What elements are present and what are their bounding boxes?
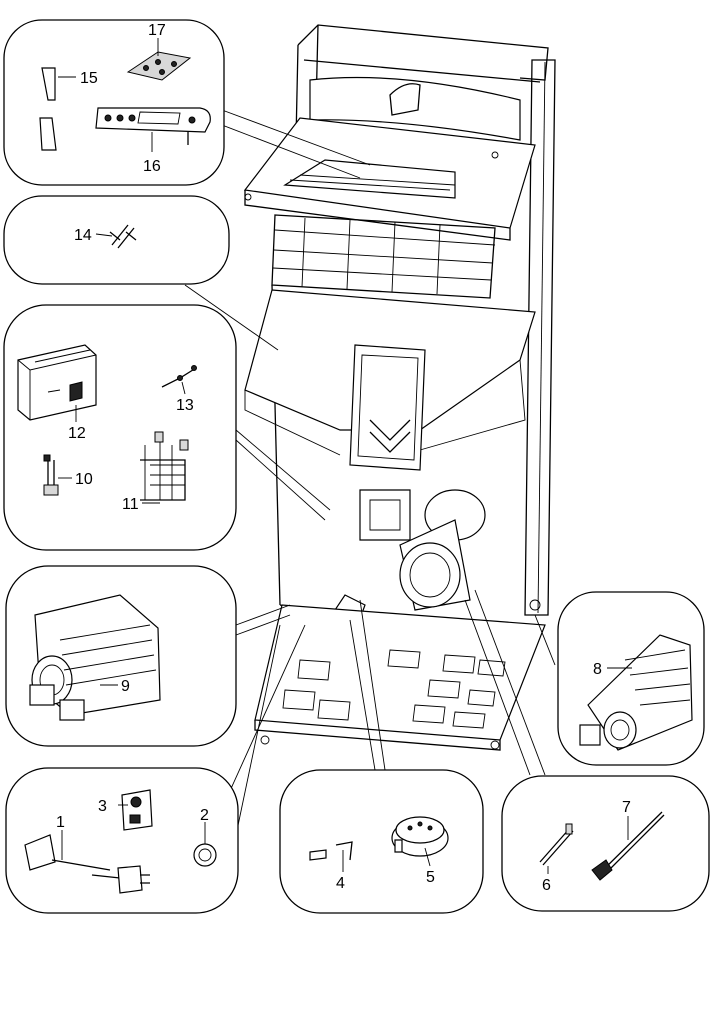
power-cord-part (24, 834, 150, 894)
part-number-10: 10 (75, 471, 93, 488)
callout-panel-15-17: 15 17 16 (3, 19, 225, 186)
callout-panel-8: 8 (557, 591, 705, 766)
callout-panel-1-3: 3 2 1 (5, 767, 239, 914)
part-number-7: 7 (622, 799, 631, 816)
thermocouple-part (539, 823, 574, 866)
part-number-14: 14 (74, 227, 92, 244)
part-number-4: 4 (336, 875, 345, 892)
cable-grommet-part (193, 843, 217, 867)
part-number-3: 3 (98, 798, 107, 815)
wiring-harness-part (140, 431, 189, 501)
leader-lines (184, 109, 556, 836)
callout-panel-9: 9 (5, 565, 237, 747)
small-harness-part (43, 454, 59, 496)
part-number-17: 17 (148, 22, 166, 39)
control-panel-part (95, 107, 211, 145)
igniter-part (591, 811, 665, 881)
fuse-part (109, 224, 137, 249)
power-switch-part (121, 789, 153, 831)
keypad-overlay-part (126, 51, 192, 81)
part-number-11: 11 (122, 496, 139, 513)
part-number-1: 1 (56, 814, 65, 831)
stove-body (243, 24, 556, 751)
callout-panel-10-13: 13 12 10 11 (3, 304, 237, 551)
part-number-5: 5 (426, 869, 435, 886)
part-number-9: 9 (121, 678, 130, 695)
part-number-6: 6 (542, 877, 551, 894)
callout-panel-14: 14 (3, 195, 230, 285)
control-board-part (17, 344, 97, 421)
part-number-8: 8 (593, 661, 602, 678)
temperature-sensor-part (161, 365, 197, 388)
callout-panel-6-7: 6 7 (501, 775, 710, 912)
part-number-13: 13 (176, 397, 194, 414)
hose-clip-part (309, 841, 353, 861)
callout-panel-4-5: 4 5 (279, 769, 484, 914)
part-number-16: 16 (143, 158, 161, 175)
room-fan-part (579, 634, 693, 751)
ribbon-cable-part (39, 67, 57, 151)
part-number-12: 12 (68, 425, 86, 442)
part-number-15: 15 (80, 70, 98, 87)
pressure-switch-part (391, 816, 449, 857)
convection-blower-part (29, 594, 161, 721)
part-number-2: 2 (200, 807, 209, 824)
